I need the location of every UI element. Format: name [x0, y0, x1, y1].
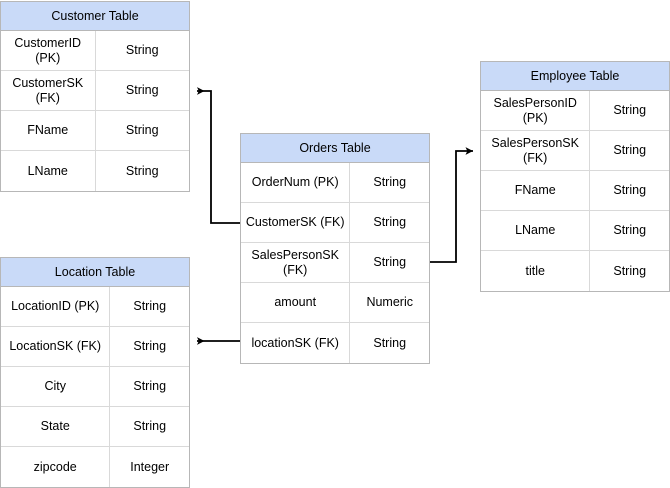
field-name: CustomerSK (FK)	[241, 203, 351, 242]
field-name: FName	[1, 111, 96, 150]
field-name: LocationID (PK)	[1, 287, 111, 326]
field-type: String	[613, 143, 647, 158]
location-table-title: Location Table	[1, 258, 189, 287]
field-name: OrderNum (PK)	[241, 163, 351, 202]
field-name: LName	[1, 151, 96, 191]
table-row[interactable]: zipcode Integer	[1, 447, 189, 487]
field-name: amount	[241, 283, 351, 322]
table-row[interactable]: SalesPersonSK (FK) String	[241, 243, 429, 283]
field-type: Numeric	[366, 295, 413, 310]
field-type: String	[373, 175, 407, 190]
table-row[interactable]: FName String	[1, 111, 189, 151]
table-row[interactable]: amount Numeric	[241, 283, 429, 323]
table-row[interactable]: CustomerID (PK) String	[1, 31, 189, 71]
table-row[interactable]: CustomerSK (FK) String	[241, 203, 429, 243]
connector-orders-customersk-to-customer	[197, 87, 240, 224]
table-row[interactable]: LocationSK (FK) String	[1, 327, 189, 367]
table-row[interactable]: title String	[481, 251, 669, 291]
field-type: String	[125, 43, 159, 58]
table-row[interactable]: State String	[1, 407, 189, 447]
customer-table[interactable]: Customer Table CustomerID (PK) String Cu…	[0, 1, 190, 192]
field-type: String	[373, 335, 407, 350]
field-name: State	[1, 407, 111, 446]
field-type: String	[125, 123, 159, 138]
field-name: SalesPersonSK (FK)	[241, 243, 351, 282]
field-name: City	[1, 367, 111, 406]
field-name: LocationSK (FK)	[1, 327, 111, 366]
field-type: Integer	[130, 459, 170, 474]
table-row[interactable]: CustomerSK (FK) String	[1, 71, 189, 111]
field-type: String	[613, 223, 647, 238]
employee-table-title: Employee Table	[481, 62, 669, 91]
field-name: CustomerSK (FK)	[1, 71, 96, 110]
orders-table-title: Orders Table	[241, 134, 429, 163]
table-row[interactable]: LocationID (PK) String	[1, 287, 189, 327]
field-type: String	[613, 263, 647, 278]
field-type: String	[613, 183, 647, 198]
orders-table[interactable]: Orders Table OrderNum (PK) String Custom…	[240, 133, 430, 364]
connector-orders-salespersonsk-to-employee	[430, 147, 473, 263]
table-row[interactable]: locationSK (FK) String	[241, 323, 429, 363]
customer-table-title: Customer Table	[1, 2, 189, 31]
table-row[interactable]: LName String	[1, 151, 189, 191]
field-type: String	[373, 215, 407, 230]
field-type: String	[133, 419, 167, 434]
field-type: String	[133, 339, 167, 354]
table-row[interactable]: SalesPersonSK (FK) String	[481, 131, 669, 171]
field-name: FName	[481, 171, 591, 210]
table-row[interactable]: City String	[1, 367, 189, 407]
field-name: SalesPersonID (PK)	[481, 91, 591, 130]
table-row[interactable]: FName String	[481, 171, 669, 211]
field-name: locationSK (FK)	[241, 323, 351, 363]
field-type: String	[133, 299, 167, 314]
field-type: String	[125, 83, 159, 98]
field-name: SalesPersonSK (FK)	[481, 131, 591, 170]
field-name: LName	[481, 211, 591, 250]
field-name: zipcode	[1, 447, 111, 487]
field-type: String	[133, 379, 167, 394]
employee-table[interactable]: Employee Table SalesPersonID (PK) String…	[480, 61, 670, 292]
field-type: String	[613, 103, 647, 118]
field-type: String	[125, 163, 159, 178]
table-row[interactable]: SalesPersonID (PK) String	[481, 91, 669, 131]
field-name: title	[481, 251, 591, 291]
table-row[interactable]: OrderNum (PK) String	[241, 163, 429, 203]
location-table[interactable]: Location Table LocationID (PK) String Lo…	[0, 257, 190, 488]
table-row[interactable]: LName String	[481, 211, 669, 251]
field-type: String	[373, 255, 407, 270]
field-name: CustomerID (PK)	[1, 31, 96, 70]
